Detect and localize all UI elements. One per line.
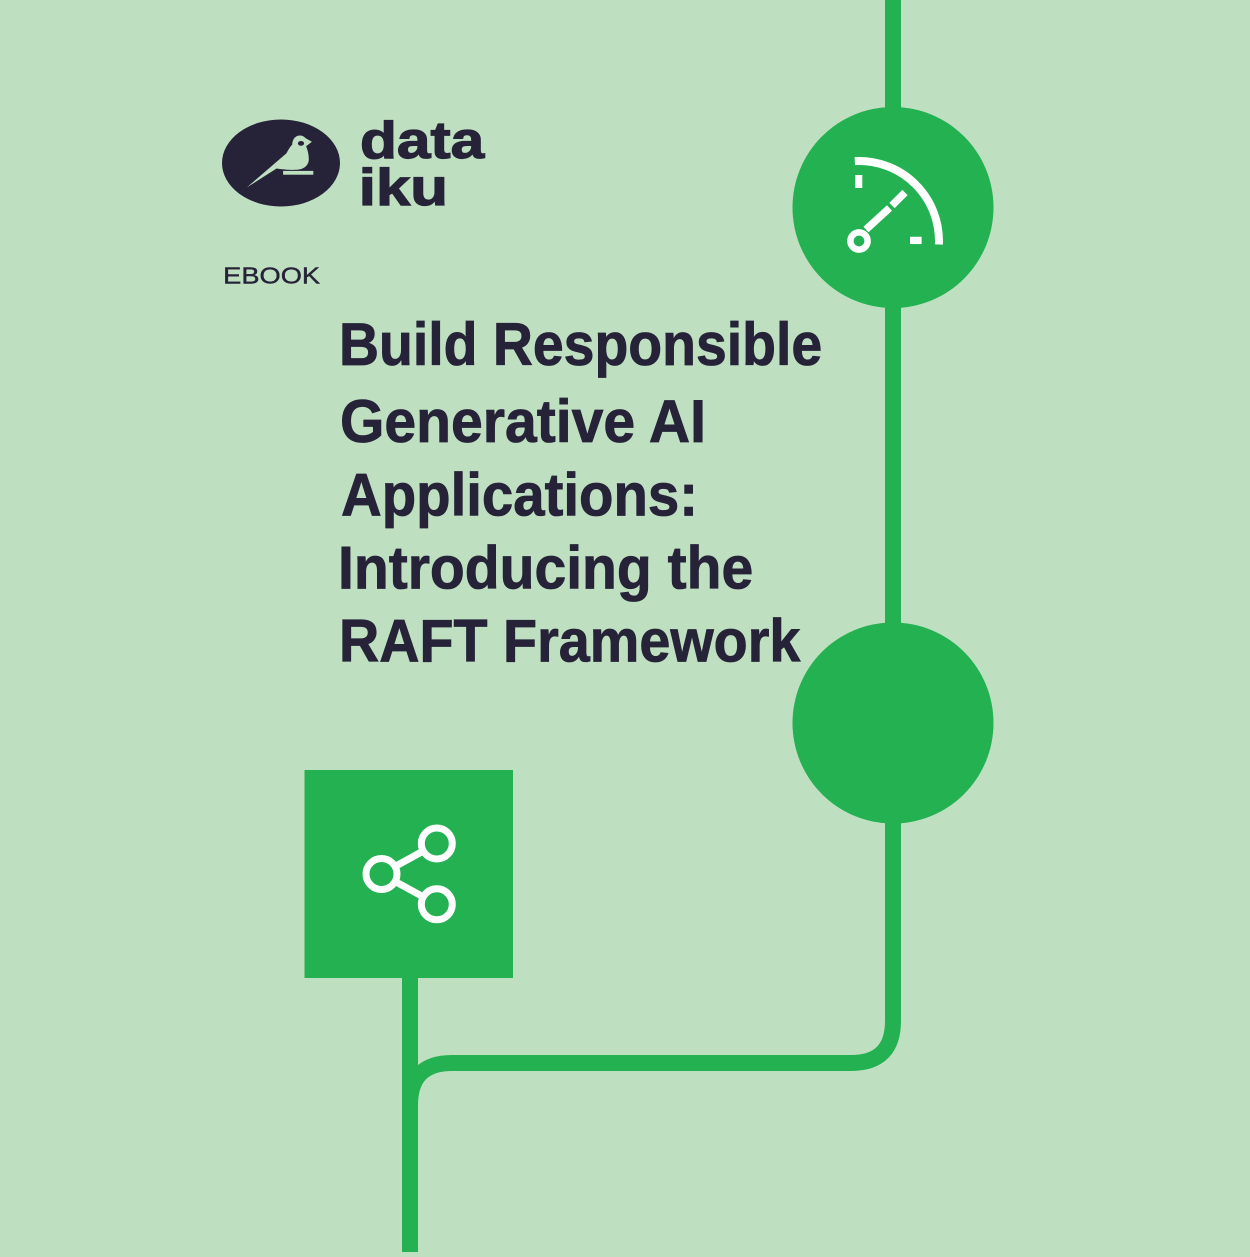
svg-text:Build Responsible: Build Responsible	[339, 311, 822, 378]
svg-text:Generative AI: Generative AI	[340, 388, 706, 455]
svg-text:iku: iku	[359, 159, 448, 217]
svg-text:Applications:: Applications:	[341, 462, 698, 529]
svg-text:data: data	[360, 112, 485, 170]
svg-text:Introducing the: Introducing the	[338, 535, 753, 602]
svg-text:EBOOK: EBOOK	[223, 262, 320, 288]
svg-text:RAFT Framework: RAFT Framework	[339, 608, 801, 675]
